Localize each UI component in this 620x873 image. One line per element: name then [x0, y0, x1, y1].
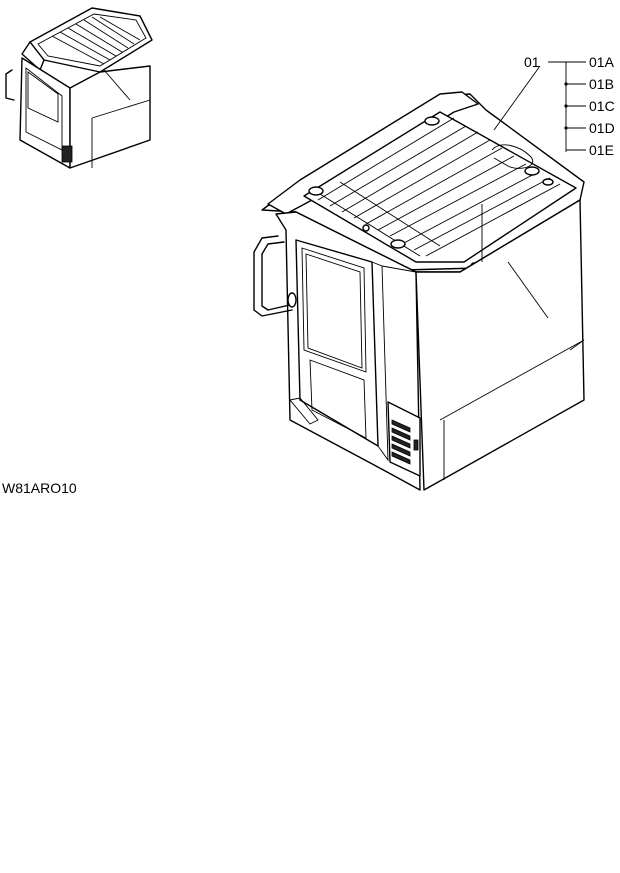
callout-01b-label: 01B	[589, 76, 614, 92]
inset-cab-illustration	[5, 7, 153, 169]
callout-01d-label: 01D	[589, 120, 615, 136]
roof-bolts	[308, 116, 554, 270]
callout-01c-label: 01C	[589, 98, 615, 114]
main-cab-illustration	[253, 65, 585, 491]
callout-01a-label: 01A	[589, 54, 615, 70]
figure-code: W81ARO10	[2, 480, 77, 496]
callout-01e-label: 01E	[589, 142, 614, 158]
callout-tree	[548, 61, 586, 152]
callout-main-label: 01	[524, 54, 540, 70]
vent-grille	[391, 419, 419, 465]
